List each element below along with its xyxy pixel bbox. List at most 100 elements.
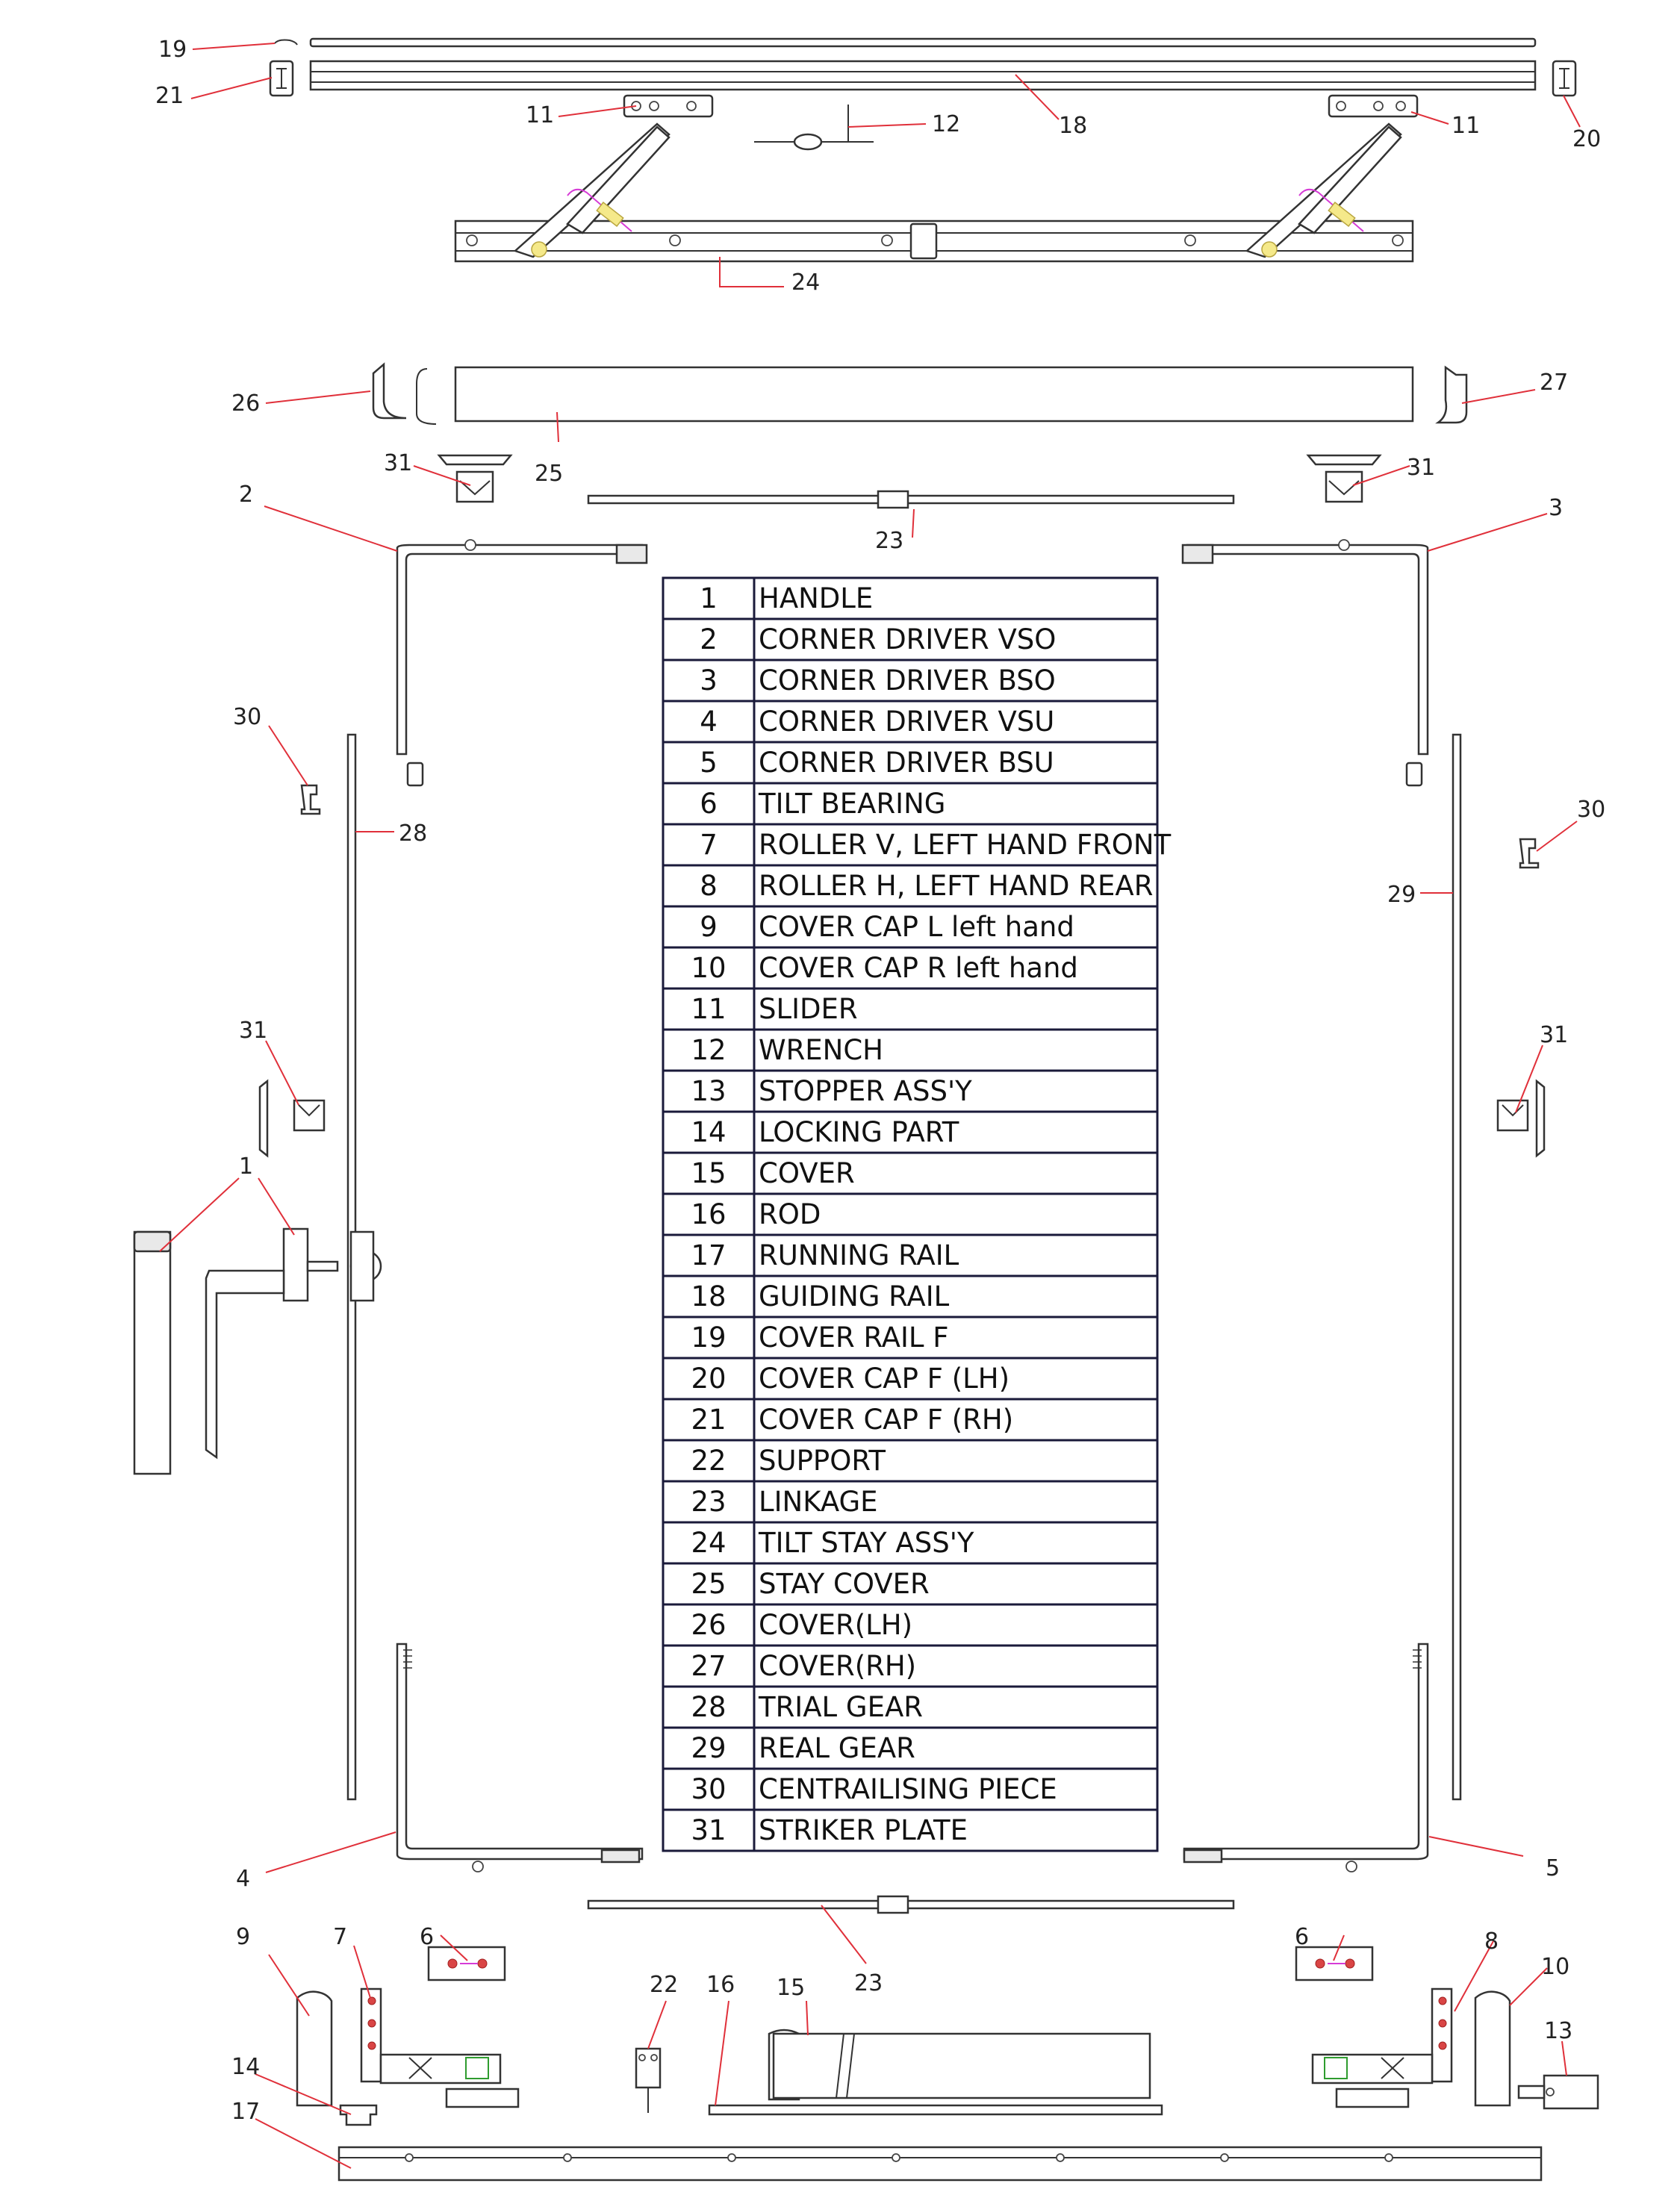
table-cell-part-number: 18 xyxy=(691,1280,726,1313)
cover-rail-f xyxy=(309,37,1537,48)
table-cell-name-bg xyxy=(753,659,1159,703)
table-cell-name-bg xyxy=(753,905,1159,949)
table-cell-name-bg xyxy=(753,741,1159,785)
table-cell-part-name: COVER(RH) xyxy=(759,1650,916,1682)
cover-cap-f-rh xyxy=(269,60,294,97)
table-cell-part-name: REAL GEAR xyxy=(759,1732,915,1764)
roller-h-left-hand-rear xyxy=(1311,1987,1453,2108)
callout-20: 20 xyxy=(1572,126,1601,152)
real-gear xyxy=(1452,733,1462,1801)
table-cell-number-bg xyxy=(662,1685,756,1729)
table-cell-part-name: ROD xyxy=(759,1198,821,1230)
table-cell-part-number: 16 xyxy=(691,1198,726,1230)
callout-13: 13 xyxy=(1544,2018,1572,2044)
table-cell-part-number: 22 xyxy=(691,1445,726,1477)
table-cell-part-name: RUNNING RAIL xyxy=(759,1239,959,1271)
slider-left xyxy=(623,94,714,118)
table-cell-part-name: TILT BEARING xyxy=(758,788,945,820)
table-cell-part-number: 8 xyxy=(700,870,718,902)
table-cell-part-number: 10 xyxy=(691,952,726,984)
table-cell-name-bg xyxy=(753,1316,1159,1360)
table-cell-part-number: 12 xyxy=(691,1034,726,1066)
table-cell-part-name: COVER(LH) xyxy=(759,1609,912,1641)
table-cell-number-bg xyxy=(662,823,756,867)
callout-numbers: 19 21 11 12 18 11 20 24 26 27 31 25 31 2… xyxy=(155,37,1605,2125)
striker-plate-mid-left xyxy=(258,1079,326,1158)
table-cell-part-name: CORNER DRIVER BSU xyxy=(759,747,1054,779)
table-cell-part-name: LINKAGE xyxy=(759,1486,878,1518)
table-cell-part-number: 31 xyxy=(691,1814,726,1846)
table-cell-part-number: 2 xyxy=(700,623,718,656)
table-row: 23 LINKAGE xyxy=(662,1480,1159,1524)
table-cell-number-bg xyxy=(662,905,756,949)
table-cell-part-name: WRENCH xyxy=(759,1034,883,1066)
table-row: 16 ROD xyxy=(662,1192,1159,1236)
table-cell-name-bg xyxy=(753,1192,1159,1236)
table-cell-number-bg xyxy=(662,1316,756,1360)
table-cell-part-name: SUPPORT xyxy=(759,1445,886,1477)
table-cell-part-number: 23 xyxy=(691,1486,726,1518)
table-cell-number-bg xyxy=(662,864,756,908)
table-cell-name-bg xyxy=(753,1808,1159,1852)
cover-cap-f-lh xyxy=(1552,60,1577,97)
corner-driver-vsu xyxy=(396,1643,644,1872)
table-cell-part-number: 7 xyxy=(700,829,718,861)
cover-lh xyxy=(372,362,437,425)
table-cell-part-number: 20 xyxy=(691,1363,726,1395)
striker-plate-top-right xyxy=(1306,454,1382,503)
table-cell-part-name: CORNER DRIVER BSO xyxy=(759,664,1056,697)
table-cell-part-name: COVER RAIL F xyxy=(759,1321,949,1354)
table-cell-number-bg xyxy=(662,741,756,785)
table-cell-part-number: 25 xyxy=(691,1568,726,1600)
table-cell-number-bg xyxy=(662,1480,756,1524)
callout-11: 11 xyxy=(1452,113,1480,139)
callout-29: 29 xyxy=(1387,882,1416,908)
callout-23: 23 xyxy=(875,528,903,554)
table-cell-part-number: 13 xyxy=(691,1075,726,1107)
slider-right xyxy=(1328,94,1419,118)
callout-28: 28 xyxy=(399,821,427,847)
table-cell-name-bg xyxy=(753,1274,1159,1319)
callout-17: 17 xyxy=(231,2099,260,2125)
table-row: 22 SUPPORT xyxy=(662,1439,1159,1483)
table-cell-name-bg xyxy=(753,823,1159,867)
table-cell-part-name: GUIDING RAIL xyxy=(759,1280,950,1313)
callout-23: 23 xyxy=(854,1970,883,1996)
table-cell-name-bg xyxy=(753,617,1159,661)
striker-plate-mid-right xyxy=(1496,1079,1546,1158)
guiding-rail xyxy=(309,60,1537,91)
table-cell-part-number: 14 xyxy=(691,1116,726,1148)
table-cell-part-name: ROLLER V, LEFT HAND FRONT xyxy=(759,829,1172,861)
table-cell-number-bg xyxy=(662,1233,756,1277)
corner-driver-bso xyxy=(1181,539,1429,787)
support xyxy=(635,2047,662,2113)
table-cell-name-bg xyxy=(753,1521,1159,1565)
table-cell-part-name: SLIDER xyxy=(759,993,858,1025)
table-cell-name-bg xyxy=(753,864,1159,908)
table-row: 18 GUIDING RAIL xyxy=(662,1274,1159,1319)
table-cell-name-bg xyxy=(753,1151,1159,1195)
table-cell-name-bg xyxy=(753,946,1159,990)
table-cell-number-bg xyxy=(662,1767,756,1811)
callout-6: 6 xyxy=(420,1924,434,1950)
callout-19: 19 xyxy=(158,37,187,63)
table-cell-part-number: 4 xyxy=(700,706,718,738)
table-cell-name-bg xyxy=(753,782,1159,826)
table-cell-part-number: 15 xyxy=(691,1157,726,1189)
table-cell-part-name: STOPPER ASS'Y xyxy=(759,1075,972,1107)
table-cell-part-name: TRIAL GEAR xyxy=(758,1691,923,1723)
table-row: 7 ROLLER V, LEFT HAND FRONT xyxy=(662,823,1172,867)
table-row: 13 STOPPER ASS'Y xyxy=(662,1069,1159,1113)
callout-11: 11 xyxy=(526,102,554,128)
callout-2: 2 xyxy=(239,482,253,508)
corner-driver-bsu xyxy=(1183,1643,1429,1872)
